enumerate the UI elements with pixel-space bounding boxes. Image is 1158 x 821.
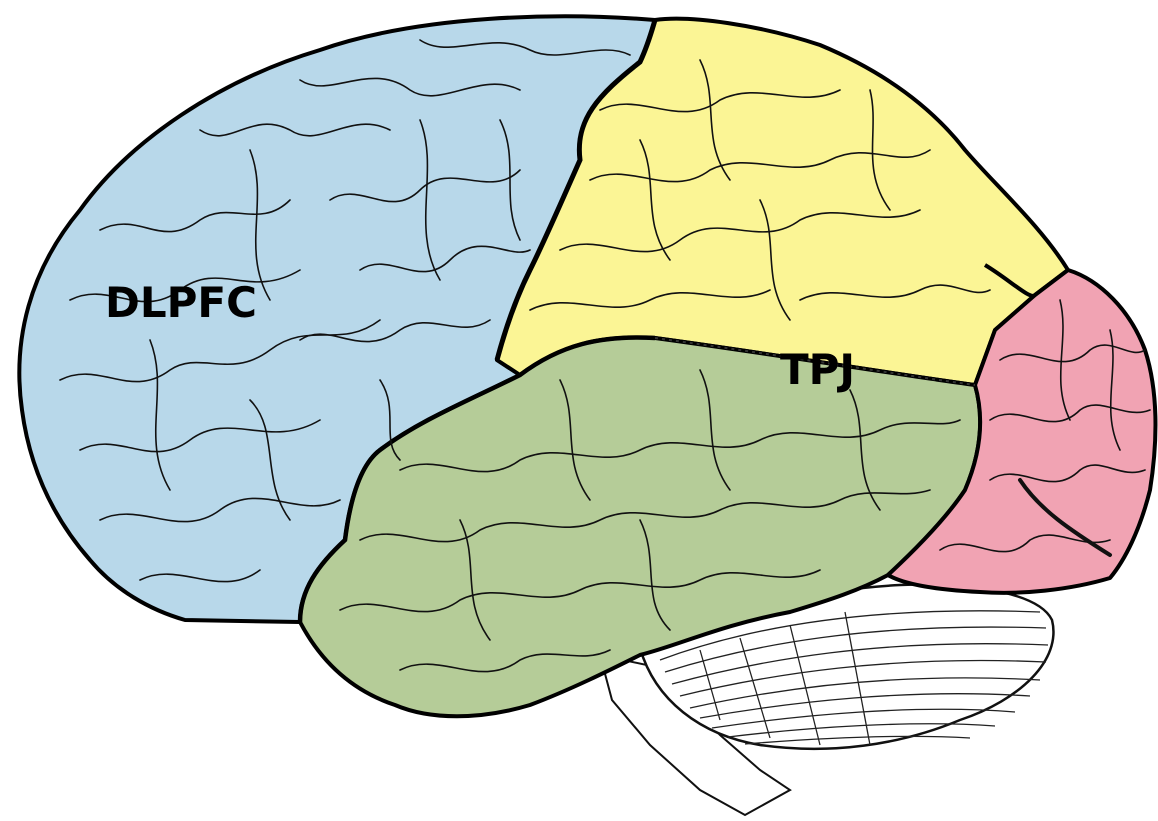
dlpfc-label: DLPFC [105,278,257,327]
tpj-label: TPJ [780,345,855,394]
